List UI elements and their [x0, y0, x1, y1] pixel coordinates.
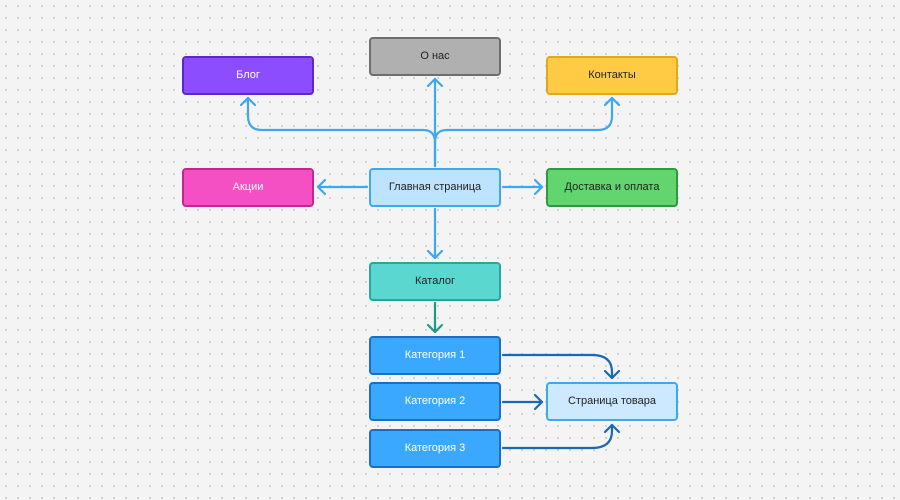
node-about[interactable]: О нас — [369, 37, 501, 76]
node-label: Страница товара — [567, 395, 657, 407]
edge-line — [433, 96, 614, 144]
edge-home-to-delivery — [501, 178, 544, 196]
node-label: Каталог — [415, 275, 455, 287]
node-delivery[interactable]: Доставка и оплата — [546, 168, 678, 207]
node-label: О нас — [420, 50, 450, 62]
arrowhead-icon — [603, 369, 621, 380]
arrowhead-icon — [533, 178, 544, 196]
arrowhead-icon — [603, 423, 621, 434]
arrowhead-icon — [426, 77, 444, 88]
edge-home-to-contacts — [433, 96, 621, 144]
node-label: Главная страница — [388, 181, 482, 193]
edge-cat2-to-product — [501, 393, 544, 411]
node-product-page[interactable]: Страница товара — [546, 382, 678, 421]
node-category-2[interactable]: Категория 2 — [369, 382, 501, 421]
edge-home-to-promo — [316, 178, 369, 196]
node-blog[interactable]: Блог — [182, 56, 314, 95]
node-home[interactable]: Главная страница — [369, 168, 501, 207]
node-category-1[interactable]: Категория 1 — [369, 336, 501, 375]
node-label: Категория 2 — [404, 395, 466, 407]
node-label: Категория 3 — [404, 442, 466, 454]
node-label: Категория 1 — [404, 349, 466, 361]
arrowhead-icon — [533, 393, 544, 411]
node-label: Акции — [232, 181, 264, 193]
edge-home-to-blog — [239, 96, 437, 168]
arrowhead-icon — [426, 323, 444, 334]
node-promo[interactable]: Акции — [182, 168, 314, 207]
node-category-3[interactable]: Категория 3 — [369, 429, 501, 468]
edge-line — [501, 353, 614, 380]
arrowhead-icon — [239, 96, 257, 107]
node-label: Блог — [236, 69, 260, 81]
arrowhead-icon — [426, 249, 444, 260]
edge-cat3-to-product — [501, 423, 621, 450]
node-label: Контакты — [588, 69, 636, 81]
edge-home-to-about — [426, 77, 444, 168]
edge-catalog-to-cat1 — [426, 301, 444, 334]
edge-home-to-catalog — [426, 207, 444, 260]
edge-line — [501, 423, 614, 450]
node-catalog[interactable]: Каталог — [369, 262, 501, 301]
arrowhead-icon — [316, 178, 327, 196]
edge-line — [246, 96, 437, 168]
node-contacts[interactable]: Контакты — [546, 56, 678, 95]
arrowhead-icon — [603, 96, 621, 107]
node-label: Доставка и оплата — [564, 181, 660, 193]
edge-cat1-to-product — [501, 353, 621, 380]
